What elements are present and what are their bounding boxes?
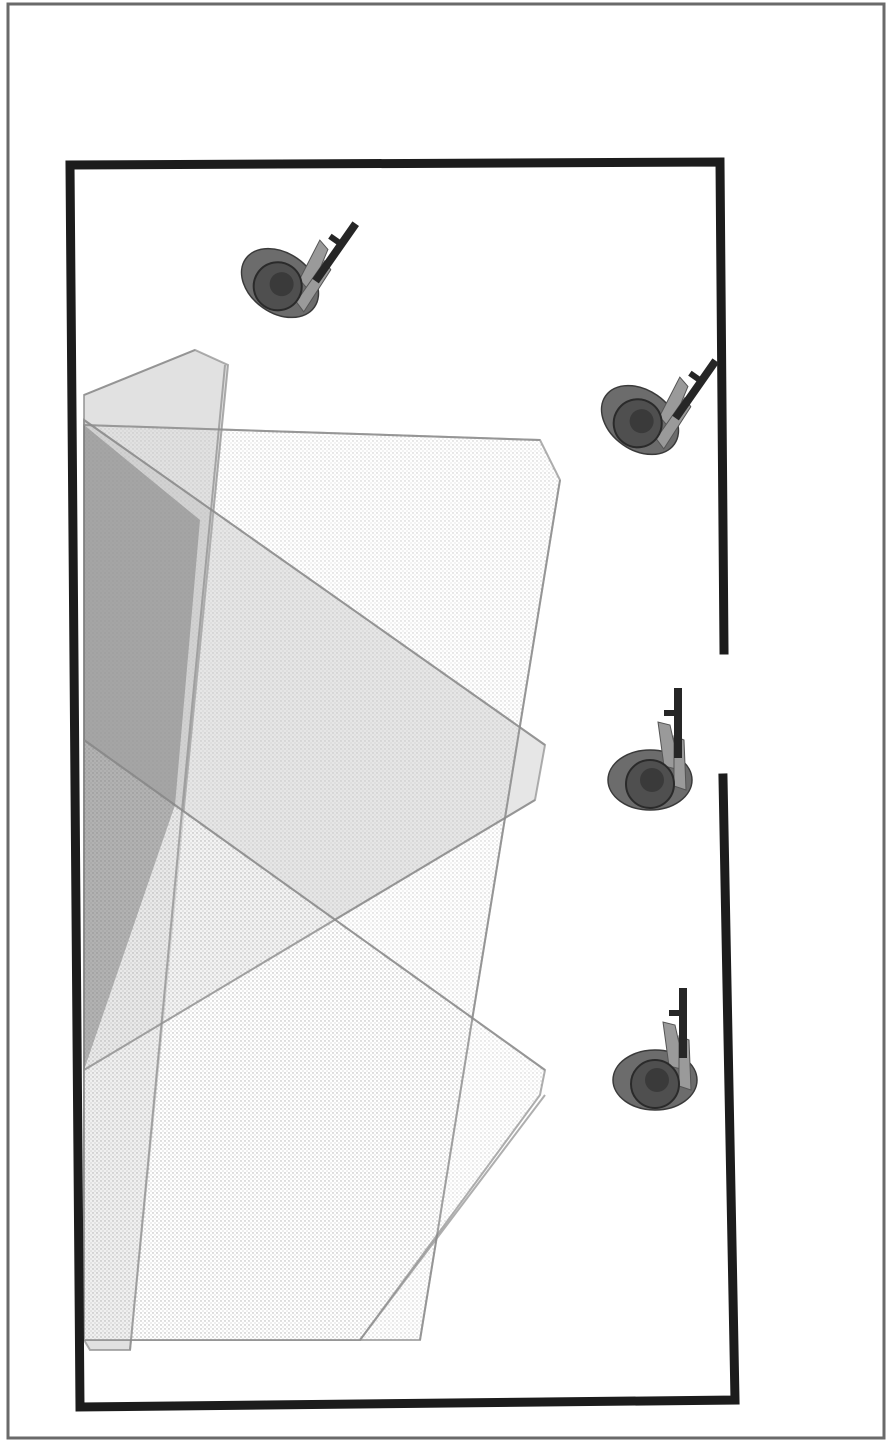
- soldier-1: [228, 184, 367, 332]
- rifle-magazine: [669, 1010, 681, 1016]
- rifle-icon: [679, 988, 687, 1058]
- rifle-magazine: [664, 710, 676, 716]
- soldier-3: [608, 688, 692, 810]
- helmet-top: [640, 768, 664, 792]
- rifle-icon: [674, 688, 682, 758]
- doorway: [712, 652, 736, 776]
- soldier-2: [588, 321, 727, 469]
- fields-of-fire: [84, 350, 560, 1350]
- helmet-top: [645, 1068, 669, 1092]
- soldier-4: [613, 988, 697, 1110]
